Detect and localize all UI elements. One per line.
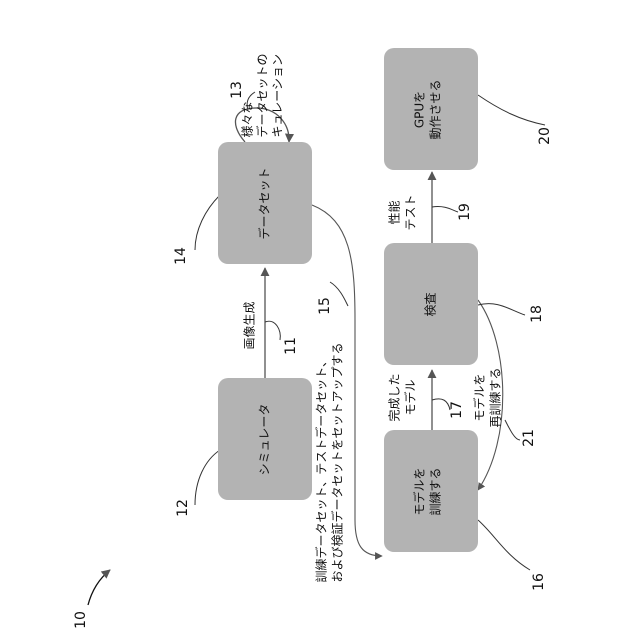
train-model-label-line2: 訓練する (429, 444, 444, 540)
performance-test-label-line1: 性能 (388, 173, 403, 253)
performance-test-label-line2: テスト (404, 173, 419, 253)
image-gen-label: 画像生成 (243, 286, 258, 366)
retrain-label-line2: 再訓練する (489, 358, 504, 438)
ref-12: 12 (175, 499, 191, 517)
setup-label-line1: 訓練データセット、テストデータセット、 (315, 313, 330, 583)
ref-20: 20 (537, 127, 553, 145)
leader-21 (505, 420, 520, 440)
leader-14 (195, 195, 220, 250)
ref-18: 18 (529, 305, 545, 323)
simulator-label: シミュレータ (258, 392, 273, 488)
ref-15: 15 (317, 297, 333, 315)
setup-label-line2: および検証データセットをセットアップする (331, 313, 346, 583)
figure-pointer-arrow (88, 570, 110, 605)
leader-16 (478, 520, 530, 570)
leader-20 (478, 95, 545, 125)
completed-model-label-line1: 完成した (388, 358, 403, 438)
curation-label-line3: キュレーション (271, 28, 286, 138)
ref-17: 17 (449, 401, 465, 419)
ref-10: 10 (73, 611, 89, 629)
dataset-label: データセット (258, 156, 273, 252)
ref-19: 19 (457, 203, 473, 221)
completed-model-label-line2: モデル (404, 358, 419, 438)
retrain-label-line1: モデルを (473, 358, 488, 438)
ref-13: 13 (229, 81, 245, 99)
gpu-label-line1: GPUを (413, 62, 428, 158)
leader-12 (195, 450, 220, 505)
ref-16: 16 (531, 573, 547, 591)
leader-18 (478, 304, 525, 315)
leader-17 (432, 399, 450, 410)
ref-21: 21 (521, 429, 537, 447)
leader-19 (432, 207, 458, 212)
inspect-label: 検査 (424, 257, 439, 353)
gpu-label-line2: 動作させる (429, 62, 444, 158)
curation-label-line2: データセットの (256, 28, 271, 138)
ref-14: 14 (173, 247, 189, 265)
ref-11: 11 (283, 337, 299, 355)
train-model-label-line1: モデルを (413, 444, 428, 540)
leader-11 (265, 321, 280, 340)
